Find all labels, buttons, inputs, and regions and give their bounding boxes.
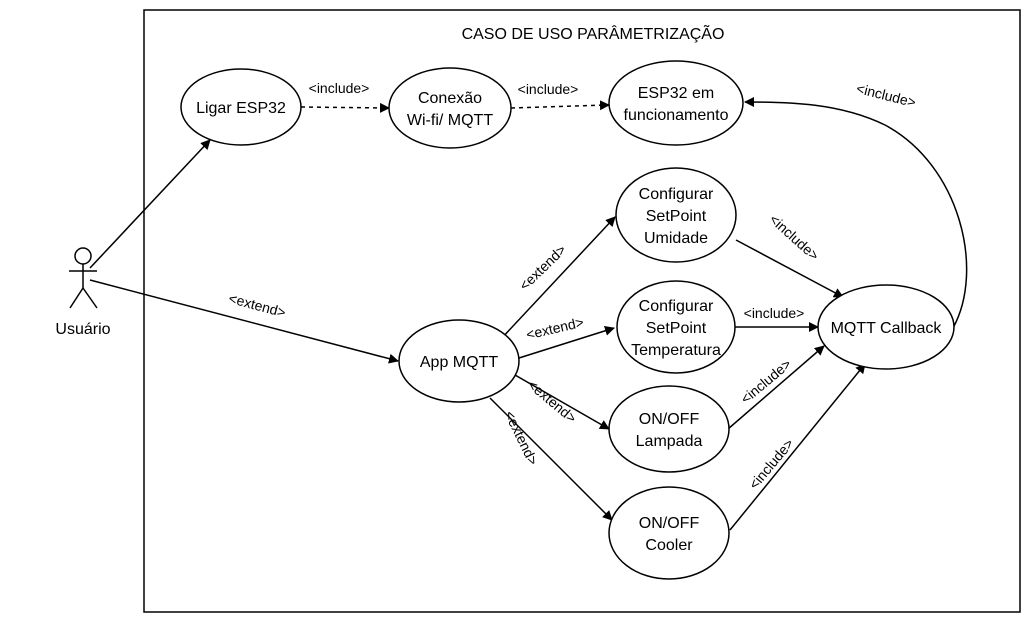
edge-umid-callback <box>735 239 844 298</box>
use-case-esp32-funcionamento-label: ESP32 em funcionamento <box>624 85 729 124</box>
label-include-callback-esp: <include> <box>855 80 918 110</box>
use-case-label-line: Temperatura <box>631 342 721 359</box>
use-case-label-line: App MQTT <box>420 354 498 371</box>
edge-user-ligar <box>89 139 211 269</box>
use-case-label-line: Ligar ESP32 <box>196 100 286 117</box>
use-case-onoff-lampada-label: ON/OFF Lampada <box>636 411 703 450</box>
use-case-label-line: SetPoint <box>646 208 707 225</box>
label-extend-app-cooler: <extend> <box>502 408 542 467</box>
label-extend-app-umid: <extend> <box>516 241 569 293</box>
use-case-app-mqtt[interactable]: App MQTT <box>398 319 520 403</box>
edge-app-umid <box>499 216 616 341</box>
label-extend-user-app: <extend> <box>227 290 288 321</box>
use-case-app-mqtt-label: App MQTT <box>420 354 498 371</box>
label-extend-app-lamp: <extend> <box>525 376 580 426</box>
label-include-umid-callback: <include> <box>766 211 822 264</box>
label-extend-app-temp: <extend> <box>525 314 585 343</box>
label-include-temp-callback: <include> <box>744 305 805 321</box>
use-case-label-line: Cooler <box>645 537 693 554</box>
use-case-label-line: MQTT Callback <box>831 320 943 337</box>
edge-cooler-callback <box>729 363 866 531</box>
use-case-label-line: Umidade <box>644 230 708 247</box>
use-case-label-line: Lampada <box>636 433 703 450</box>
use-case-onoff-lampada[interactable]: ON/OFF Lampada <box>608 385 730 473</box>
edge-lamp-callback <box>727 345 825 430</box>
edge-ligar-conexao <box>300 102 390 113</box>
actor-head <box>74 247 92 265</box>
label-include-conexao-esp: <include> <box>518 81 579 97</box>
use-case-label-line: Configurar <box>639 186 714 203</box>
use-case-mqtt-callback[interactable]: MQTT Callback <box>817 284 955 370</box>
use-case-label-line: ON/OFF <box>639 515 700 532</box>
use-case-label-line: Configurar <box>639 298 714 315</box>
use-case-label-line: ON/OFF <box>639 411 700 428</box>
edge-app-cooler <box>489 397 613 521</box>
use-case-onoff-cooler[interactable]: ON/OFF Cooler <box>608 486 730 580</box>
system-boundary <box>143 9 1021 613</box>
use-case-ligar-esp32[interactable]: Ligar ESP32 <box>180 68 302 146</box>
edge-app-temp <box>518 325 615 359</box>
actor-leg-left <box>69 287 84 309</box>
edge-user-app <box>89 279 399 364</box>
use-case-label-line: funcionamento <box>624 107 729 124</box>
use-case-ligar-esp32-label: Ligar ESP32 <box>196 100 286 117</box>
edge-conexao-esp <box>510 100 610 111</box>
use-case-onoff-cooler-label: ON/OFF Cooler <box>639 515 700 554</box>
diagram-title: CASO DE USO PARÂMETRIZAÇÃO <box>462 23 725 43</box>
use-case-label-line: Conexão <box>418 90 482 107</box>
actor-label: Usuário <box>55 321 110 338</box>
actor-usuario[interactable]: Usuário <box>55 247 111 338</box>
use-case-label-line: ESP32 em <box>638 85 714 102</box>
use-case-label-line: Wi-fi/ MQTT <box>407 112 493 129</box>
label-include-cooler-callback: <include> <box>746 435 797 492</box>
edges <box>89 97 968 531</box>
actor-leg-right <box>82 287 98 309</box>
label-include-lamp-callback: <include> <box>737 356 794 407</box>
edge-callback-esp <box>744 97 968 329</box>
use-case-mqtt-callback-label: MQTT Callback <box>831 320 943 337</box>
label-include-ligar-conexao: <include> <box>309 80 370 96</box>
edge-labels: <include> <include> <include> <extend> <… <box>227 80 918 492</box>
edge-app-lamp <box>514 374 610 430</box>
use-case-label-line: SetPoint <box>646 320 707 337</box>
use-case-esp32-funcionamento[interactable]: ESP32 em funcionamento <box>608 60 744 146</box>
